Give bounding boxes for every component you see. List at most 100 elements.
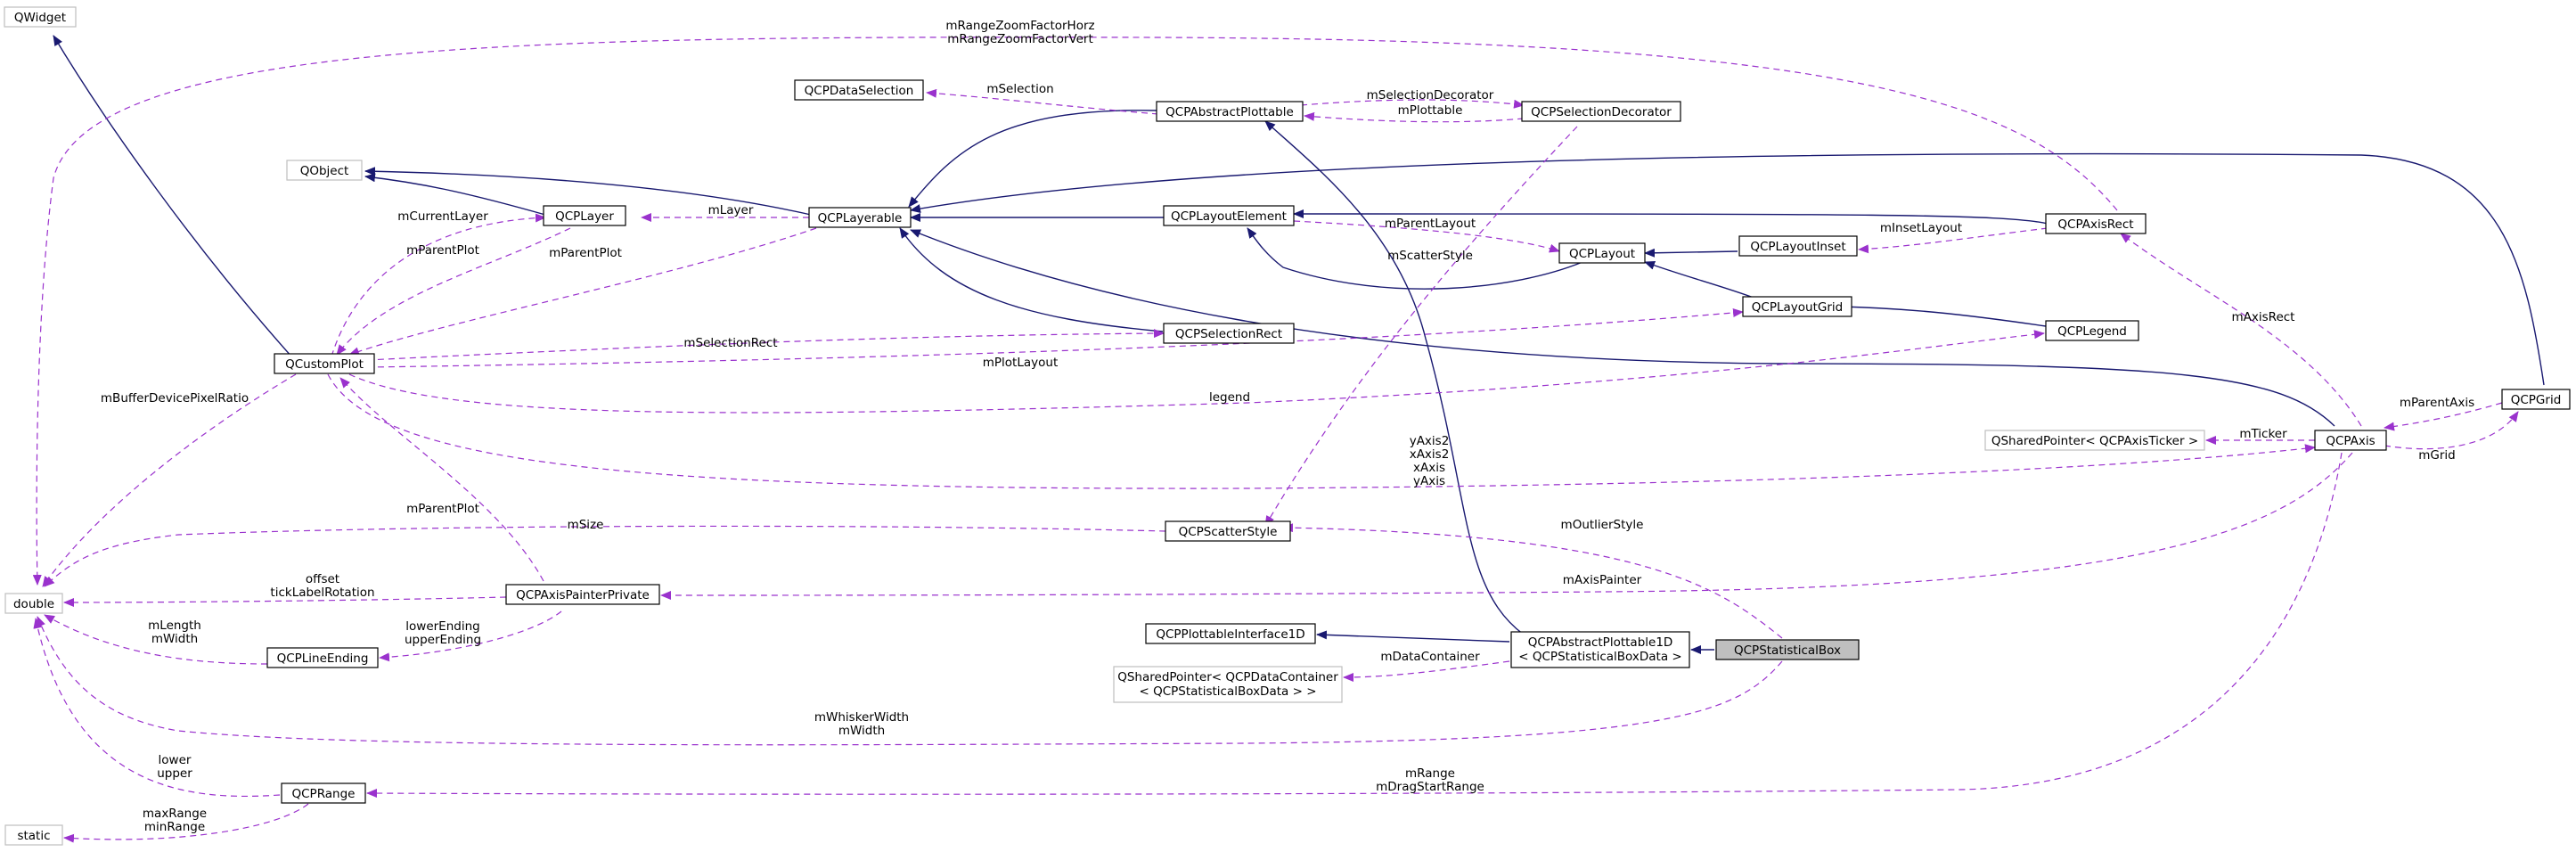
label-mplotlayout: mPlotLayout: [983, 356, 1059, 370]
edge-axis-to-axisrect: [2120, 233, 2362, 427]
node-static[interactable]: static: [4, 824, 63, 846]
node-qcplayerable[interactable]: QCPLayerable: [808, 207, 912, 228]
edge-layerable-to-qobject: [364, 167, 812, 216]
label-upper: upper: [157, 766, 192, 781]
node-qcpabstractplottable1d[interactable]: QCPAbstractPlottable1D < QCPStatisticalB…: [1510, 631, 1690, 668]
node-qcplayer[interactable]: QCPLayer: [543, 205, 626, 226]
edge-statisticalbox-to-scatterstyle: [1282, 523, 1783, 639]
edge-axis-to-layerable: [910, 229, 2335, 427]
label-mwhiskerwidth: mWhiskerWidth: [814, 710, 909, 725]
node-qsharedpointer-datacontainer[interactable]: QSharedPointer< QCPDataContainer < QCPSt…: [1113, 666, 1343, 703]
svg-text:QCPLayoutInset: QCPLayoutInset: [1750, 240, 1845, 254]
node-qcpaxis[interactable]: QCPAxis: [2314, 430, 2387, 451]
svg-text:< QCPStatisticalBoxData >: < QCPStatisticalBoxData >: [1518, 650, 1681, 664]
edge-abstractplottable-to-layerable: [908, 110, 1159, 208]
svg-text:QCPSelectionRect: QCPSelectionRect: [1175, 327, 1282, 341]
label-mwidth-box: mWidth: [838, 724, 885, 738]
node-qcpaxispainterprivate[interactable]: QCPAxisPainterPrivate: [505, 584, 660, 605]
node-qcplayout[interactable]: QCPLayout: [1558, 242, 1646, 264]
node-qcpselectionrect[interactable]: QCPSelectionRect: [1163, 323, 1295, 344]
label-minsetlayout: mInsetLayout: [1880, 221, 1962, 235]
label-lowerending: lowerEnding: [405, 619, 479, 634]
edge-selectionrect-to-layerable: [899, 227, 1164, 332]
node-qcpscatterstyle[interactable]: QCPScatterStyle: [1165, 520, 1291, 542]
label-mparentlayout: mParentLayout: [1385, 217, 1476, 231]
edge-layer-to-customplot: [336, 227, 571, 356]
edge-axis-to-range: [366, 452, 2343, 799]
label-yaxis2: yAxis2: [1410, 434, 1450, 448]
svg-text:QCPLayoutElement: QCPLayoutElement: [1171, 209, 1287, 224]
node-qwidget[interactable]: QWidget: [4, 6, 77, 28]
svg-text:QCPSelectionDecorator: QCPSelectionDecorator: [1531, 105, 1672, 119]
edge-grid-to-axis: [2384, 402, 2503, 431]
node-qcplegend[interactable]: QCPLegend: [2045, 320, 2139, 341]
edge-grid-to-layerable: [910, 152, 2545, 386]
label-mparentplot-painter: mParentPlot: [406, 502, 479, 516]
edge-customplot-from-axispainter: [339, 377, 544, 582]
label-mdragstartrange: mDragStartRange: [1376, 780, 1484, 794]
label-ticklabelrotation: tickLabelRotation: [270, 586, 374, 600]
label-mselection: mSelection: [986, 82, 1053, 96]
label-mparentaxis: mParentAxis: [2400, 396, 2474, 410]
node-qobject[interactable]: QObject: [286, 160, 363, 181]
node-qcpplottableinterface1d[interactable]: QCPPlottableInterface1D: [1145, 623, 1316, 644]
label-legend: legend: [1209, 390, 1250, 405]
edge-abstractplottable1d-to-datacontainer: [1343, 660, 1510, 682]
svg-text:< QCPStatisticalBoxData > >: < QCPStatisticalBoxData > >: [1139, 684, 1316, 699]
label-xaxis: xAxis: [1413, 461, 1445, 475]
nodes: QWidget QObject double static QCPDataSel…: [4, 6, 2571, 846]
svg-text:QCPAbstractPlottable1D: QCPAbstractPlottable1D: [1528, 635, 1673, 650]
svg-text:QCPAxisPainterPrivate: QCPAxisPainterPrivate: [516, 588, 650, 602]
edge-layout-to-layoutelement: [1247, 227, 1583, 290]
svg-text:QCustomPlot: QCustomPlot: [285, 357, 364, 372]
node-qcplayoutinset[interactable]: QCPLayoutInset: [1738, 235, 1858, 257]
label-maxispainter: mAxisPainter: [1563, 573, 1642, 587]
edge-customplot-to-axis: [327, 373, 2316, 489]
node-qcplayoutgrid[interactable]: QCPLayoutGrid: [1742, 296, 1852, 317]
edge-axisrect-to-layoutelement: [1293, 209, 2049, 225]
node-qcprange[interactable]: QCPRange: [281, 782, 366, 804]
node-qcplineending[interactable]: QCPLineEnding: [266, 647, 379, 668]
edge-legend-to-layoutgrid: [1840, 302, 2047, 327]
edge-layerable-to-customplot: [348, 227, 817, 356]
usage-edges: [32, 37, 2519, 843]
edge-axispainter-to-lineending: [379, 610, 562, 662]
node-qcpabstractplottable[interactable]: QCPAbstractPlottable: [1156, 101, 1304, 122]
svg-text:QCPLayoutGrid: QCPLayoutGrid: [1752, 300, 1843, 315]
label-mgrid: mGrid: [2418, 448, 2455, 463]
edge-customplot-to-qwidget: [53, 35, 293, 358]
svg-text:QWidget: QWidget: [14, 11, 66, 25]
label-mlayer: mLayer: [708, 203, 754, 217]
edge-customplot-to-double: [42, 373, 297, 587]
edge-customplot-to-legend: [348, 330, 2045, 414]
node-qcplayoutelement[interactable]: QCPLayoutElement: [1163, 205, 1295, 226]
node-qcpstatisticalbox[interactable]: QCPStatisticalBox: [1715, 639, 1860, 660]
label-mselectiondecorator: mSelectionDecorator: [1367, 88, 1494, 102]
svg-text:QCPAbstractPlottable: QCPAbstractPlottable: [1165, 105, 1294, 119]
label-mticker: mTicker: [2239, 427, 2287, 441]
node-qcpaxisrect[interactable]: QCPAxisRect: [2045, 213, 2147, 234]
edge-axis-to-axispainter: [660, 452, 2353, 600]
edge-range-to-double: [33, 618, 281, 798]
label-xaxis2: xAxis2: [1410, 447, 1450, 462]
svg-text:QCPLayer: QCPLayer: [555, 209, 614, 224]
edge-axis-to-grid: [2384, 411, 2519, 450]
node-qcustomplot[interactable]: QCustomPlot: [274, 353, 375, 374]
label-mparentplot-layerable: mParentPlot: [549, 246, 622, 260]
label-mcurrentlayer: mCurrentLayer: [397, 209, 488, 224]
svg-text:QCPAxisRect: QCPAxisRect: [2057, 217, 2133, 232]
label-mdatacontainer: mDataContainer: [1380, 650, 1480, 664]
label-moutlierstyle: mOutlierStyle: [1561, 518, 1644, 532]
node-qcpgrid[interactable]: QCPGrid: [2501, 389, 2571, 410]
node-qsharedpointer-axisticker[interactable]: QSharedPointer< QCPAxisTicker >: [1984, 430, 2205, 451]
label-mparentplot-layer: mParentPlot: [406, 243, 479, 258]
node-qcpselectiondecorator[interactable]: QCPSelectionDecorator: [1521, 101, 1681, 122]
label-msize: mSize: [568, 518, 604, 532]
edge-customplot-to-layer: [331, 213, 546, 357]
node-double[interactable]: double: [4, 593, 63, 614]
label-mrangezoomfactorhorz: mRangeZoomFactorHorz: [945, 19, 1094, 33]
node-qcpdataselection[interactable]: QCPDataSelection: [794, 79, 924, 101]
svg-text:QCPLegend: QCPLegend: [2057, 324, 2127, 339]
svg-text:QCPGrid: QCPGrid: [2511, 393, 2562, 407]
